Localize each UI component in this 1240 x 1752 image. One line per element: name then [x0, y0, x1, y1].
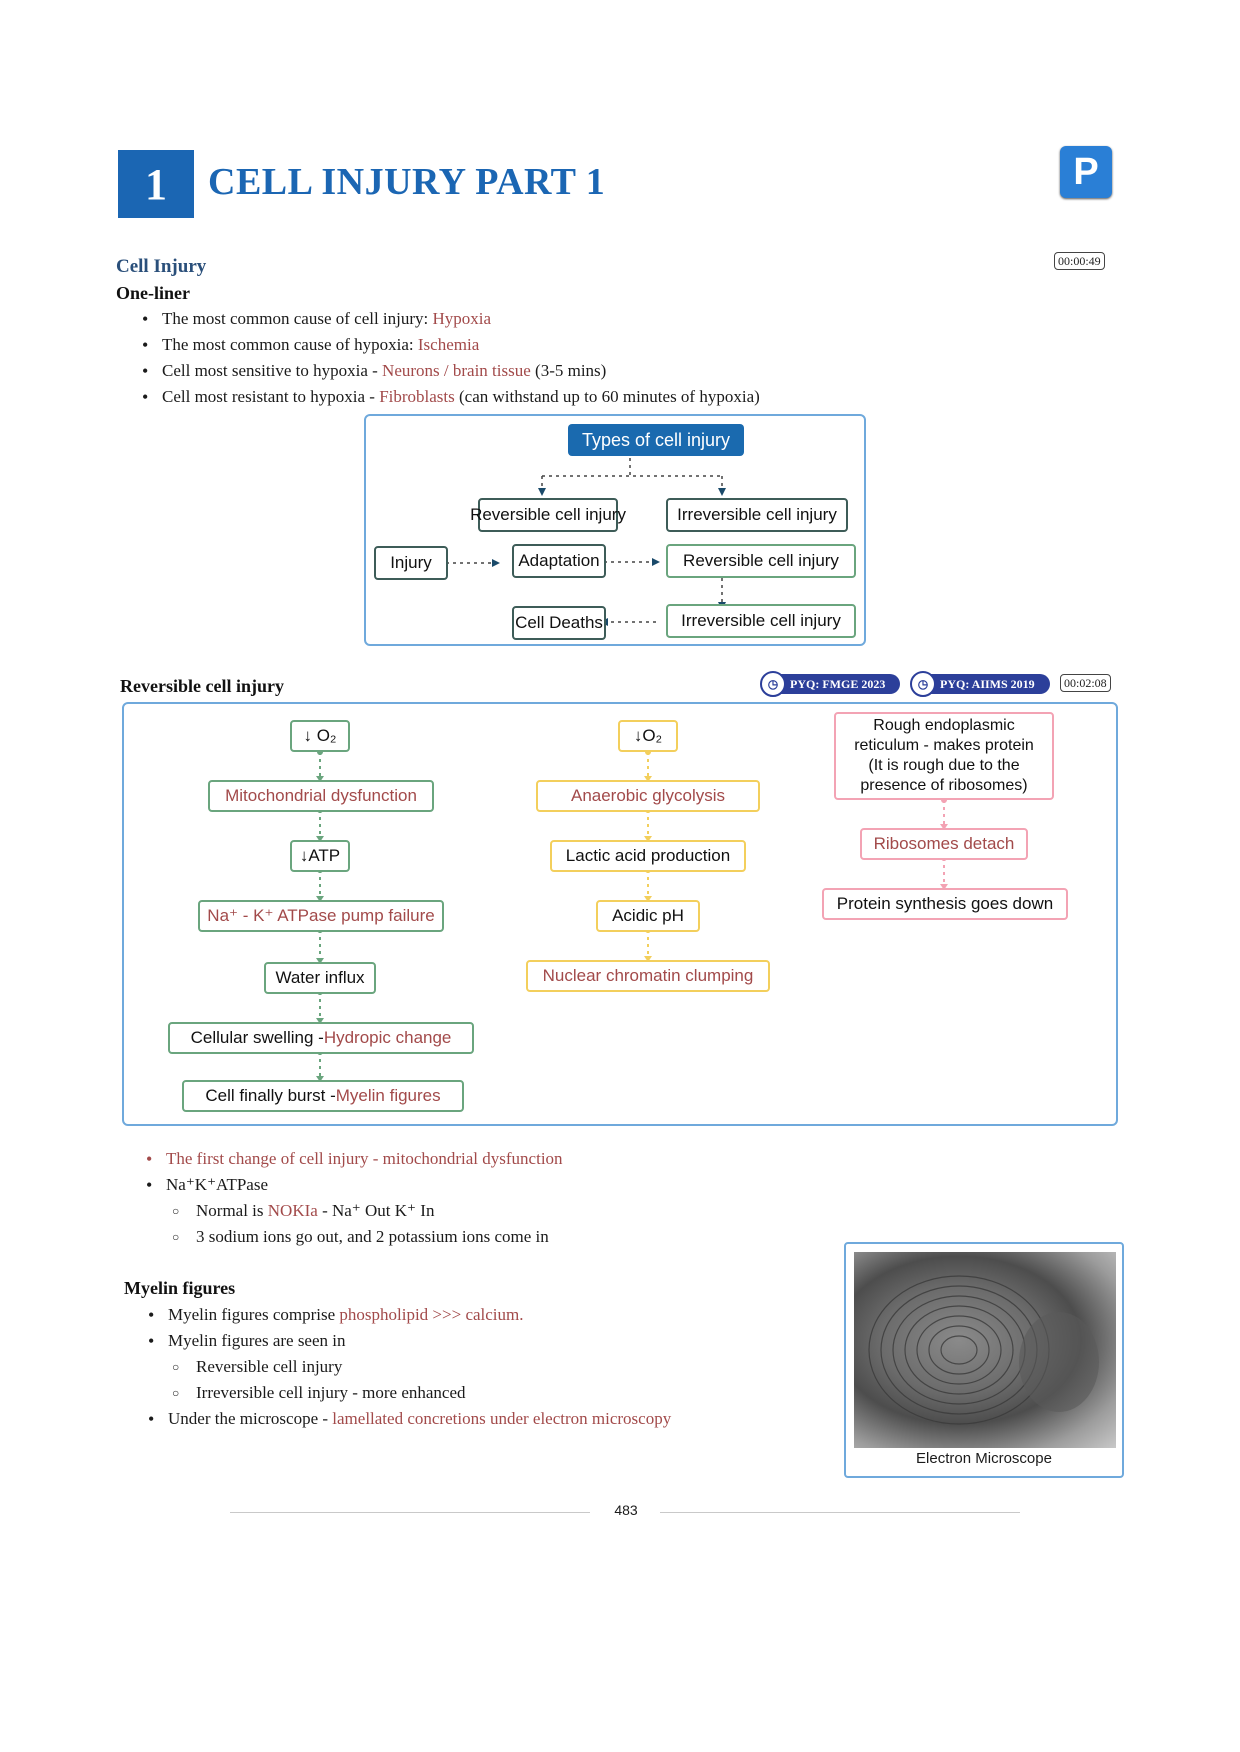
node-ribosomes-detach: Ribosomes detach: [860, 828, 1028, 860]
video-timestamp-2[interactable]: 00:02:08: [1060, 674, 1111, 692]
pyq-badge-fmge[interactable]: ◷PYQ: FMGE 2023: [760, 671, 900, 697]
notes-list: The first change of cell injury - mitoch…: [146, 1146, 846, 1198]
list-item: The most common cause of hypoxia: Ischem…: [142, 332, 1042, 358]
list-item: Na⁺K⁺ATPase: [146, 1172, 846, 1198]
list-item: Under the microscope - lamellated concre…: [148, 1406, 788, 1432]
list-item: Cell most sensitive to hypoxia - Neurons…: [142, 358, 1042, 384]
node-cell-deaths: Cell Deaths: [512, 606, 606, 640]
figure-caption: Electron Microscope: [916, 1450, 1052, 1467]
myelin-whorl-graphic: [868, 1275, 1099, 1425]
micrograph-image: [854, 1252, 1116, 1448]
chapter-title: CELL INJURY PART 1: [208, 161, 606, 203]
node-reversible-cell-injury-2: Reversible cell injury: [666, 544, 856, 578]
node-irreversible-cell-injury-2: Irreversible cell injury: [666, 604, 856, 638]
clock-icon: ◷: [910, 671, 936, 697]
footer-divider-left: [230, 1512, 590, 1513]
diagram-connectors: [446, 458, 726, 626]
publisher-logo-icon: P: [1060, 146, 1112, 198]
node-chromatin-clumping: Nuclear chromatin clumping: [526, 960, 770, 992]
list-item: The most common cause of cell injury: Hy…: [142, 306, 1042, 332]
types-of-cell-injury-title: Types of cell injury: [568, 424, 744, 456]
list-item: Irreversible cell injury - more enhanced: [172, 1380, 772, 1406]
node-injury: Injury: [374, 546, 448, 580]
node-water-influx: Water influx: [264, 962, 376, 994]
node-low-oxygen: ↓ O₂: [290, 720, 350, 752]
myelin-list-2: Under the microscope - lamellated concre…: [148, 1406, 788, 1432]
list-item: Normal is NOKIa - Na⁺ Out K⁺ In: [172, 1198, 872, 1224]
myelin-list: Myelin figures comprise phospholipid >>>…: [148, 1302, 788, 1354]
node-acidic-ph: Acidic pH: [596, 900, 700, 932]
section-title-cell-injury: Cell Injury: [116, 256, 207, 277]
node-low-atp: ↓ATP: [290, 840, 350, 872]
list-item: Reversible cell injury: [172, 1354, 772, 1380]
list-item: Cell most resistant to hypoxia - Fibrobl…: [142, 384, 1042, 410]
reversible-cell-injury-diagram: ↓ O₂ Mitochondrial dysfunction ↓ATP Na⁺ …: [122, 702, 1118, 1126]
node-mitochondrial-dysfunction: Mitochondrial dysfunction: [208, 780, 434, 812]
pyq-badge-aiims[interactable]: ◷PYQ: AIIMS 2019: [910, 671, 1050, 697]
node-irreversible-cell-injury: Irreversible cell injury: [666, 498, 848, 532]
myelin-figures-heading: Myelin figures: [124, 1278, 236, 1298]
footer-divider-right: [660, 1512, 1020, 1513]
list-item: The first change of cell injury - mitoch…: [146, 1146, 846, 1172]
node-low-oxygen-2: ↓O₂: [618, 720, 678, 752]
node-cellular-swelling: Cellular swelling - Hydropic change: [168, 1022, 474, 1054]
node-cell-burst: Cell finally burst - Myelin figures: [182, 1080, 464, 1112]
node-reversible-cell-injury: Reversible cell injury: [470, 498, 626, 532]
list-item: 3 sodium ions go out, and 2 potassium io…: [172, 1224, 872, 1250]
chapter-number: 1: [118, 150, 194, 218]
list-item: Myelin figures are seen in: [148, 1328, 788, 1354]
node-anaerobic-glycolysis: Anaerobic glycolysis: [536, 780, 760, 812]
notes-sublist: Normal is NOKIa - Na⁺ Out K⁺ In 3 sodium…: [172, 1198, 872, 1250]
one-liner-heading: One-liner: [116, 283, 190, 303]
list-item: Myelin figures comprise phospholipid >>>…: [148, 1302, 788, 1328]
clock-icon: ◷: [760, 671, 786, 697]
video-timestamp[interactable]: 00:00:49: [1054, 252, 1105, 270]
myelin-sublist: Reversible cell injury Irreversible cell…: [172, 1354, 772, 1406]
node-protein-synthesis: Protein synthesis goes down: [822, 888, 1068, 920]
node-adaptation: Adaptation: [512, 544, 606, 578]
node-pump-failure: Na⁺ - K⁺ ATPase pump failure: [198, 900, 444, 932]
section-title-reversible-cell-injury: Reversible cell injury: [120, 676, 284, 696]
electron-microscope-figure: Electron Microscope: [844, 1242, 1124, 1478]
types-of-cell-injury-diagram: Types of cell injury Reversible cell inj…: [364, 414, 866, 646]
one-liner-list: The most common cause of cell injury: Hy…: [142, 306, 1042, 410]
page-number: 483: [614, 1502, 638, 1518]
node-lactic-acid: Lactic acid production: [550, 840, 746, 872]
